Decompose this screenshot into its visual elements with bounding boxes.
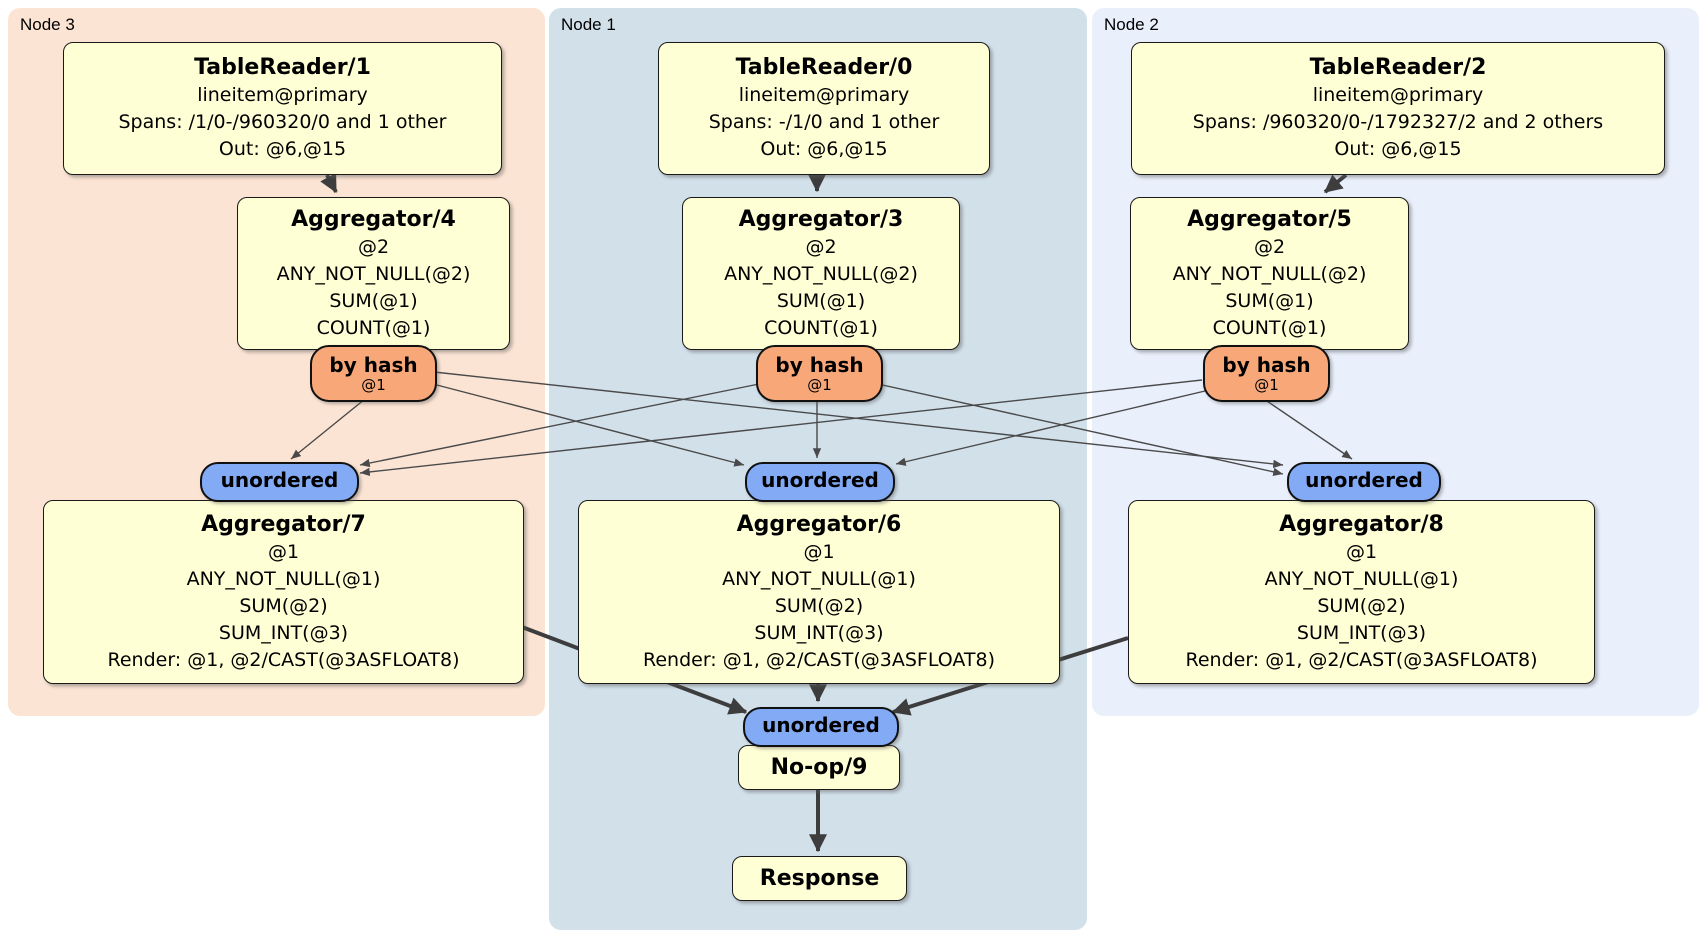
edge-hash2-to-sync3 [359, 379, 1203, 477]
sync-unordered-node1: unordered [745, 462, 895, 502]
sync-unordered-final: unordered [743, 707, 899, 747]
processor-noop: No-op/9 [738, 745, 900, 790]
processor-line: Out: @6,@15 [760, 138, 888, 160]
router-label: by hash [775, 352, 864, 377]
processor-line: Out: @6,@15 [1334, 138, 1462, 160]
processor-line: Render: @1, @2/CAST(@3ASFLOAT8) [1185, 648, 1538, 671]
processor-title: Aggregator/7 [201, 511, 366, 537]
processor-line: ANY_NOT_NULL(@1) [186, 567, 381, 590]
edge-hash2-to-sync2 [1263, 398, 1353, 460]
processor-line: SUM_INT(@3) [218, 621, 349, 644]
router-key: @1 [807, 375, 832, 394]
processor-title: Aggregator/5 [1187, 206, 1352, 232]
edge-hash1-to-sync3 [359, 383, 760, 468]
processor-line: Spans: /960320/0-/1792327/2 and 2 others [1192, 111, 1604, 133]
processor-line: ANY_NOT_NULL(@1) [1264, 567, 1459, 590]
processor-line: @2 [357, 235, 390, 258]
region-label-node1: Node 1 [561, 15, 616, 34]
processor-line: Out: @6,@15 [218, 138, 347, 160]
processor-line: lineitem@primary [197, 84, 368, 106]
processor-line: ANY_NOT_NULL(@2) [724, 262, 918, 285]
router-by-hash-node2: by hash @1 [1203, 345, 1330, 402]
processor-title: Aggregator/4 [291, 206, 456, 232]
router-key: @1 [361, 375, 386, 394]
router-by-hash-node1: by hash @1 [756, 345, 883, 402]
processor-title: No-op/9 [770, 754, 868, 780]
processor-line: lineitem@primary [738, 84, 910, 106]
processor-line: SUM(@1) [1225, 289, 1314, 312]
processor-line: SUM(@2) [1317, 594, 1406, 617]
sync-unordered-node3: unordered [200, 462, 359, 502]
processor-line: @1 [1345, 540, 1378, 563]
processor-line: Render: @1, @2/CAST(@3ASFLOAT8) [107, 648, 460, 671]
processor-line: COUNT(@1) [1212, 316, 1327, 339]
processor-line: COUNT(@1) [764, 316, 878, 339]
edge-hash3-to-sync3 [290, 398, 366, 460]
processor-title: TableReader/0 [735, 55, 913, 80]
processor-title: TableReader/2 [1309, 55, 1487, 80]
processor-title: Aggregator/3 [738, 206, 904, 232]
processor-line: lineitem@primary [1312, 84, 1484, 106]
edge-tablereader1-to-aggregator4 [320, 172, 338, 194]
processor-line: Spans: /1/0-/960320/0 and 1 other [118, 111, 447, 133]
processor-line: SUM_INT(@3) [754, 621, 884, 644]
processor-line: SUM(@2) [239, 594, 328, 617]
router-key: @1 [1254, 375, 1279, 394]
processor-line: @2 [1253, 235, 1286, 258]
edge-hash2-to-sync1 [895, 390, 1206, 466]
processor-line: ANY_NOT_NULL(@2) [276, 262, 471, 285]
edge-tablereader2-to-aggregator5 [1323, 173, 1348, 194]
processor-line: @2 [805, 235, 837, 258]
sync-unordered-node2: unordered [1287, 462, 1441, 502]
processor-line: ANY_NOT_NULL(@1) [722, 567, 916, 590]
processor-line: SUM(@1) [329, 289, 418, 312]
region-label-node3: Node 3 [20, 15, 75, 34]
processor-line: SUM(@2) [774, 594, 864, 617]
processor-line: Render: @1, @2/CAST(@3ASFLOAT8) [643, 648, 995, 671]
processor-line: ANY_NOT_NULL(@2) [1172, 262, 1367, 285]
processor-line: COUNT(@1) [316, 316, 431, 339]
processor-line: SUM_INT(@3) [1296, 621, 1427, 644]
processor-line: @1 [267, 540, 300, 563]
processor-title: Aggregator/6 [736, 511, 902, 537]
router-label: by hash [329, 352, 418, 377]
processor-line: @1 [803, 540, 835, 563]
region-label-node2: Node 2 [1104, 15, 1159, 34]
edge-hash1-to-sync2 [877, 383, 1284, 476]
processor-title: Aggregator/8 [1279, 511, 1444, 537]
processor-title: Response [759, 865, 880, 891]
router-label: by hash [1222, 352, 1311, 377]
processor-response: Response [732, 856, 907, 901]
processor-line: SUM(@1) [776, 289, 866, 312]
edge-hash3-to-sync1 [432, 383, 745, 467]
processor-title: TableReader/1 [194, 55, 371, 80]
router-by-hash-node3: by hash @1 [310, 345, 437, 402]
processor-line: Spans: -/1/0 and 1 other [708, 111, 940, 133]
